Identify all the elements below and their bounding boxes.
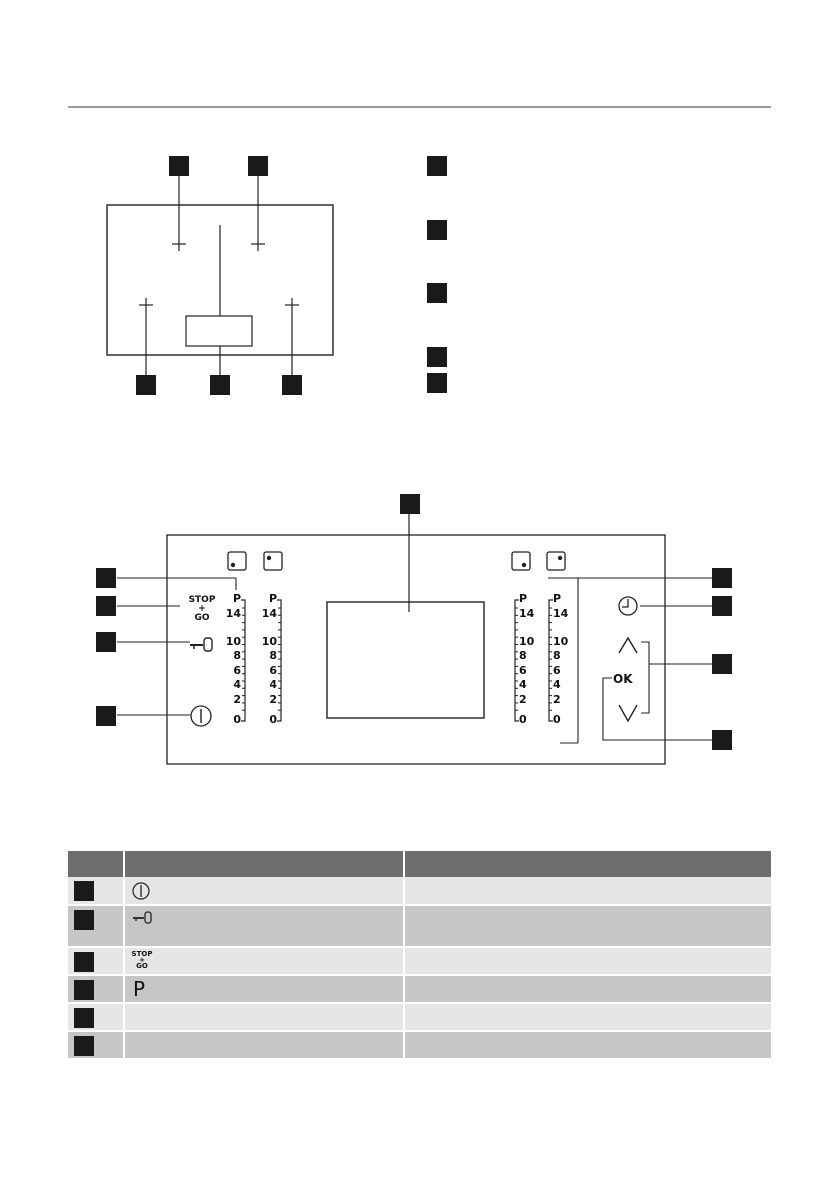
- scale-tick-label: 14: [225, 607, 241, 620]
- row-description: [404, 877, 771, 906]
- p-symbol: P: [133, 977, 146, 1001]
- legend-marker: [427, 156, 447, 176]
- table-row: [68, 1003, 771, 1032]
- scale-tick-label: 6: [519, 664, 527, 677]
- symbols-table: STOP + GO P: [68, 851, 771, 1060]
- table-header-ref: [68, 851, 125, 877]
- legend-marker: [427, 347, 447, 367]
- scale-tick-label: 2: [269, 693, 277, 706]
- scale-tick-label: 4: [553, 678, 561, 691]
- row-marker: [74, 952, 94, 972]
- callout-marker: [96, 568, 116, 588]
- table-header-function: [124, 851, 405, 877]
- scale-tick-label: 10: [553, 635, 569, 648]
- scale-tick-label: 8: [553, 649, 561, 662]
- scale-tick-label: 8: [519, 649, 527, 662]
- scale-tick-label: P: [519, 592, 528, 605]
- table-row: [68, 1031, 771, 1060]
- callout-marker: [96, 706, 116, 726]
- scale-tick-label: 0: [233, 713, 241, 726]
- plus-text: +: [198, 604, 206, 614]
- scale-tick-label: 8: [269, 649, 277, 662]
- callout-marker: [96, 632, 116, 652]
- row-marker: [74, 1008, 94, 1028]
- row-description: [404, 1003, 771, 1032]
- scale-tick-label: 14: [519, 607, 535, 620]
- row-marker: [74, 980, 94, 1000]
- scale-tick-label: 2: [519, 693, 527, 706]
- row-function: [124, 1003, 405, 1032]
- stop-text: STOP: [188, 595, 216, 605]
- table-row: [68, 877, 771, 906]
- scale-tick-label: 6: [269, 664, 277, 677]
- scale-tick-label: 4: [519, 678, 527, 691]
- row-description: [404, 1031, 771, 1060]
- callout-marker: [96, 596, 116, 616]
- callout-marker: [136, 375, 156, 395]
- table-row: P: [68, 975, 771, 1004]
- scale-tick-label: 6: [553, 664, 561, 677]
- scale-tick-label: 0: [269, 713, 277, 726]
- key-icon: [133, 911, 152, 924]
- scale-tick-label: 10: [225, 635, 241, 648]
- callout-marker: [248, 156, 268, 176]
- callout-marker: [210, 375, 230, 395]
- scale-tick-label: 2: [233, 693, 241, 706]
- scale-tick-label: 14: [553, 607, 569, 620]
- callout-marker: [712, 568, 732, 588]
- ok-button[interactable]: OK: [613, 672, 633, 686]
- row-marker: [74, 1036, 94, 1056]
- scale-tick-label: 4: [233, 678, 241, 691]
- scale-tick-label: 0: [519, 713, 527, 726]
- row-description: [404, 975, 771, 1004]
- scale-tick-label: 4: [269, 678, 277, 691]
- table-row: [68, 905, 771, 948]
- legend-marker: [427, 373, 447, 393]
- scale-tick-label: P: [232, 592, 241, 605]
- scale-tick-label: P: [553, 592, 562, 605]
- stop-go-label[interactable]: STOP + GO: [184, 596, 220, 623]
- callout-marker: [169, 156, 189, 176]
- callout-marker: [282, 375, 302, 395]
- row-description: [404, 905, 771, 948]
- table-row: STOP + GO: [68, 947, 771, 976]
- legend-marker: [427, 283, 447, 303]
- table-header-description: [404, 851, 771, 877]
- top-divider: [68, 106, 771, 108]
- control-panel-outline: [117, 512, 712, 765]
- row-description: [404, 947, 771, 976]
- callout-marker: [400, 494, 420, 514]
- scale-tick-label: 8: [233, 649, 241, 662]
- go-text: GO: [194, 613, 210, 623]
- legend-marker: [427, 220, 447, 240]
- row-marker: [74, 881, 94, 901]
- callout-marker: [712, 654, 732, 674]
- cooking-zones-outline: [106, 176, 334, 376]
- stop-go-icon: STOP + GO: [131, 950, 153, 970]
- power-icon: [132, 882, 150, 900]
- scale-tick-label: 10: [261, 635, 277, 648]
- callout-marker: [712, 596, 732, 616]
- scale-tick-label: 0: [553, 713, 561, 726]
- row-function: [124, 1031, 405, 1060]
- callout-marker: [712, 730, 732, 750]
- scale-tick-label: 6: [233, 664, 241, 677]
- scale-tick-label: 14: [261, 607, 277, 620]
- scale-tick-label: P: [268, 592, 277, 605]
- scale-tick-label: 10: [519, 635, 535, 648]
- scale-tick-label: 2: [553, 693, 561, 706]
- row-marker: [74, 910, 94, 930]
